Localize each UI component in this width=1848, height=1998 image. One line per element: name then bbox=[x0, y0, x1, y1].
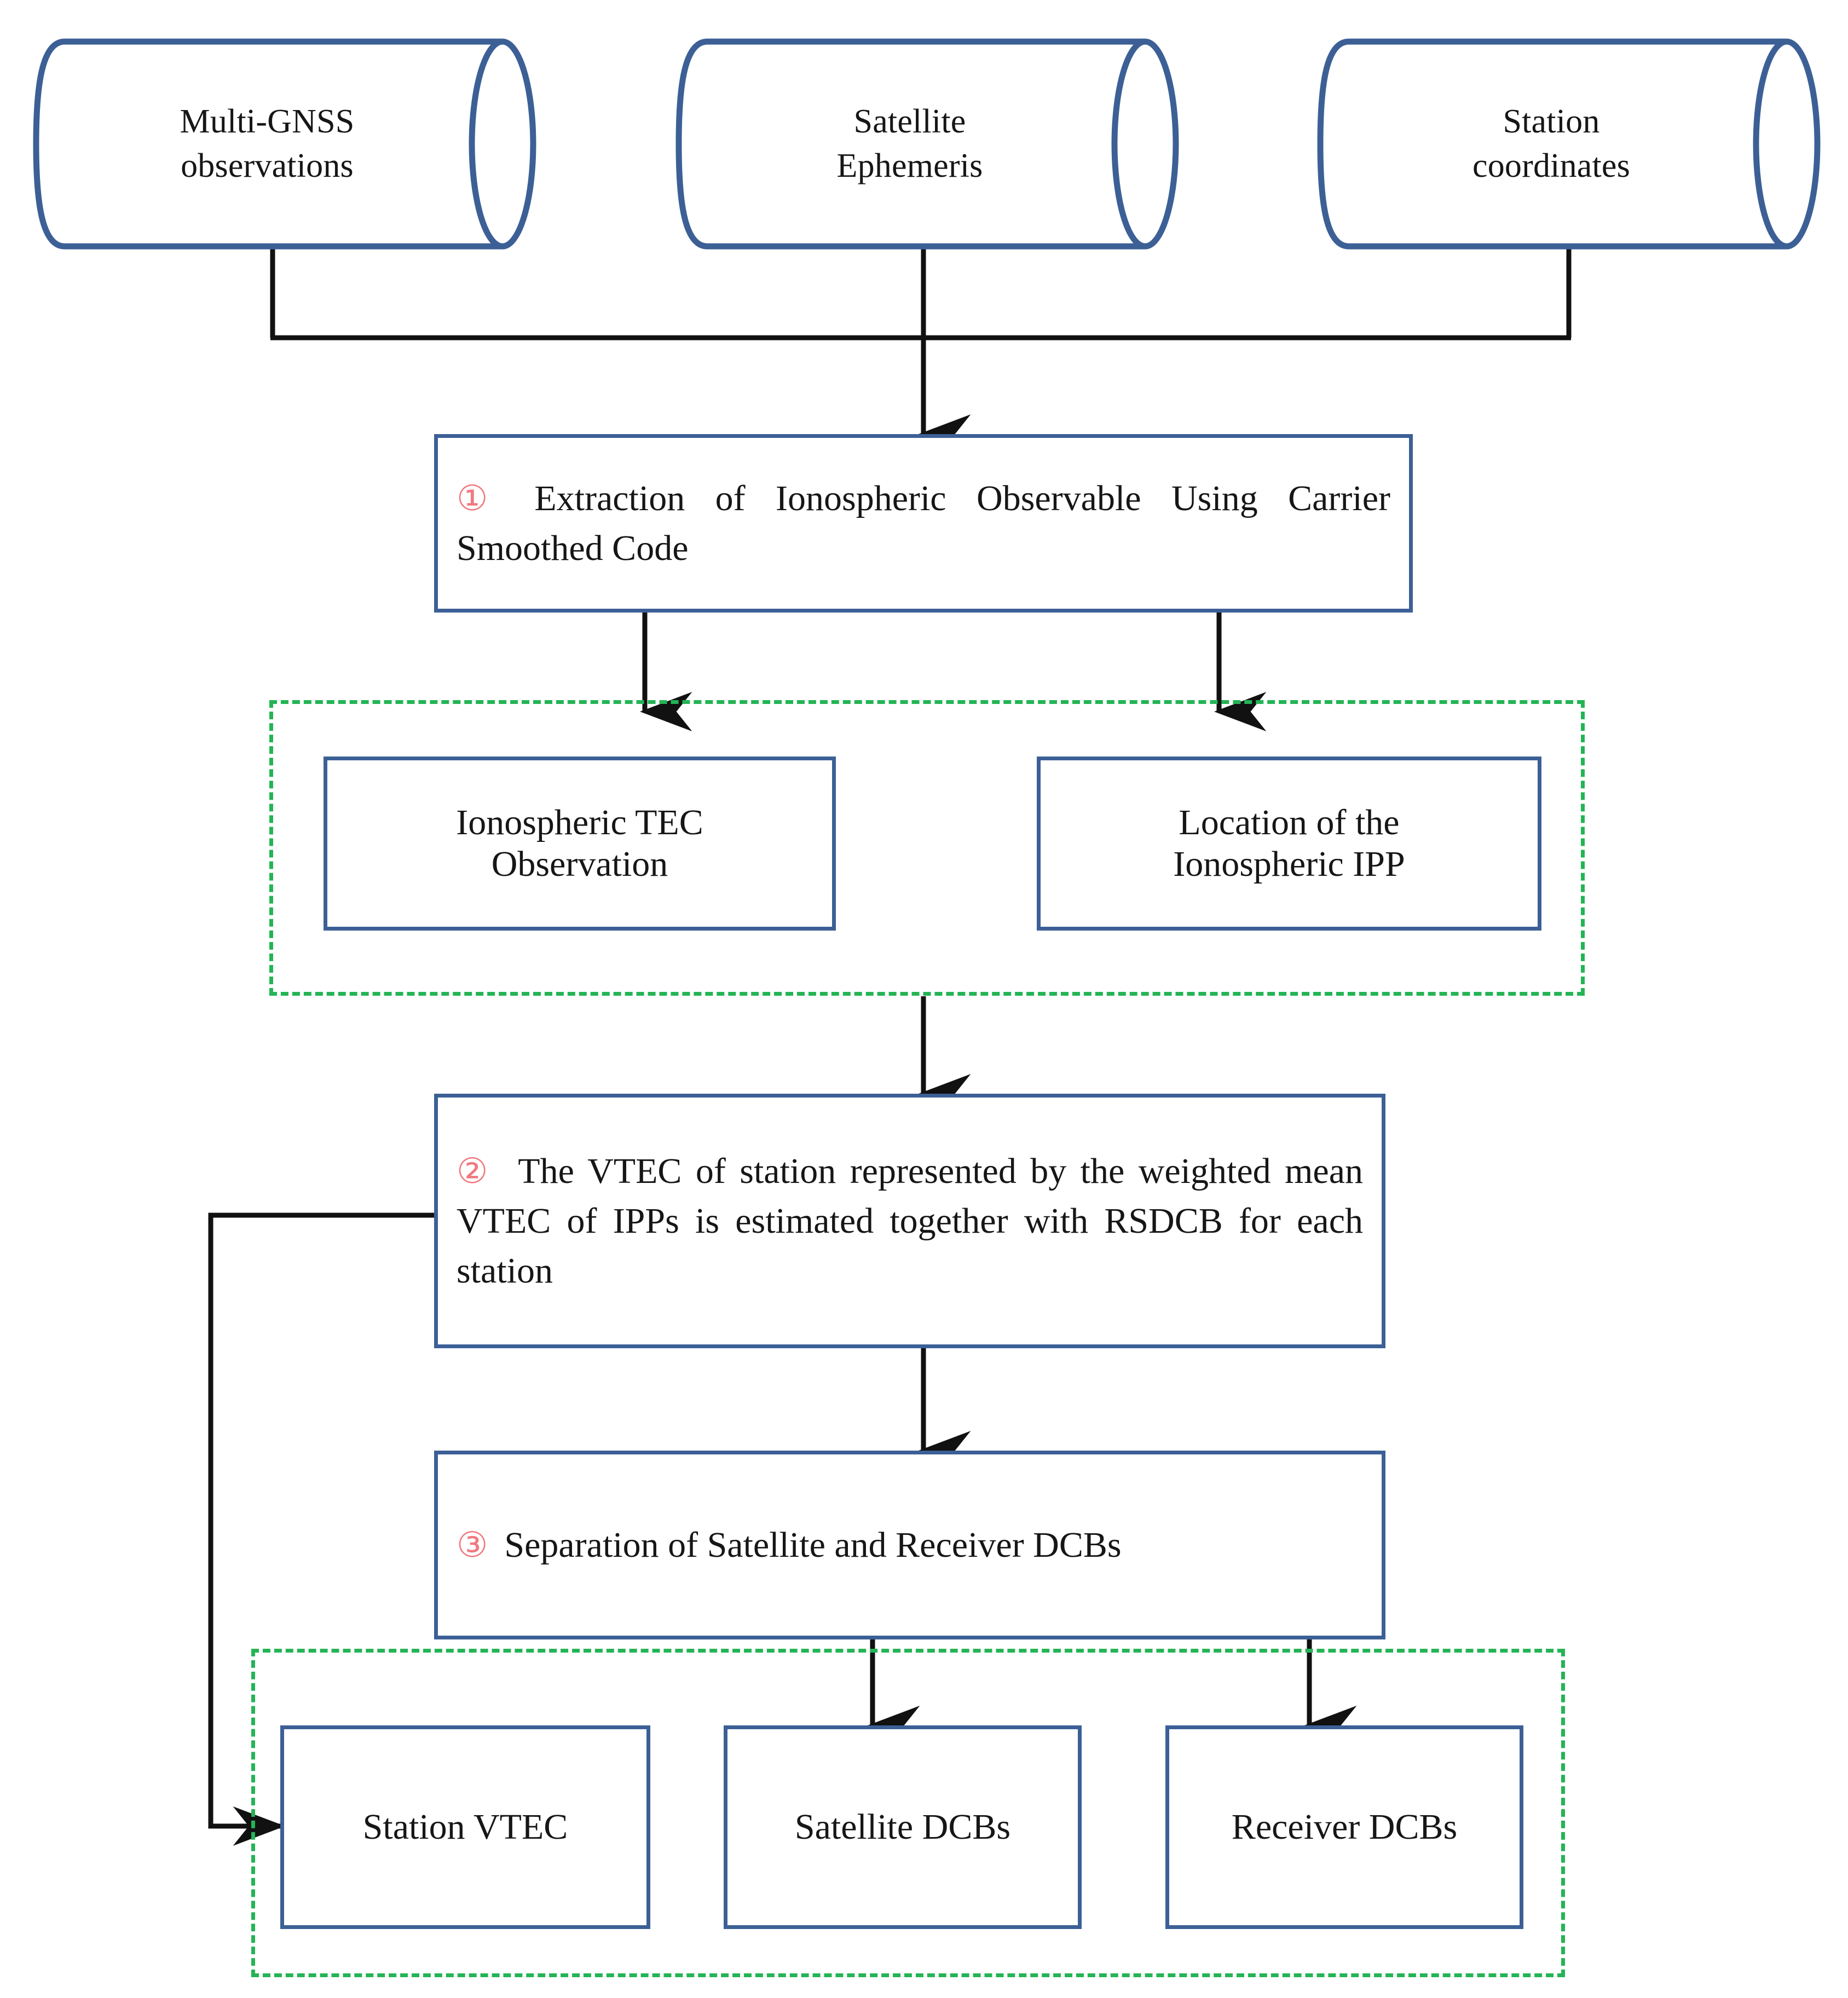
datastore-label-line2: Ephemeris bbox=[836, 147, 983, 184]
result-box-satellite-dcbs[interactable]: Satellite DCBs bbox=[724, 1725, 1082, 1929]
step2-text: The VTEC of station represented by the w… bbox=[457, 1151, 1363, 1291]
step-number-2: ② bbox=[457, 1151, 493, 1191]
result-label: Receiver DCBs bbox=[1231, 1807, 1458, 1847]
result-box-station-vtec[interactable]: Station VTEC bbox=[280, 1725, 650, 1929]
datastore-label-line1: Station bbox=[1503, 103, 1600, 141]
result-label-line1: Location of the bbox=[1179, 802, 1400, 842]
result-label: Satellite DCBs bbox=[794, 1807, 1011, 1847]
result-box-location-of-the-ionospheric-ipp[interactable]: Location of the Ionospheric IPP bbox=[1037, 757, 1541, 931]
process-text-step3: ③ Separation of Satellite and Receiver DC… bbox=[457, 1520, 1122, 1570]
result-label-line1: Ionospheric TEC bbox=[456, 802, 703, 842]
step3-text: Separation of Satellite and Receiver DCB… bbox=[504, 1525, 1122, 1565]
datastore-label-line1: Satellite bbox=[853, 103, 966, 141]
step-number-1: ① bbox=[457, 478, 510, 518]
group-region-estimation-outputs bbox=[251, 1649, 1565, 1977]
result-label-line2: Ionospheric IPP bbox=[1173, 844, 1405, 884]
result-box-ionospheric-tec-observation[interactable]: Ionospheric TEC Observation bbox=[324, 757, 836, 931]
datastore-label: Multi-GNSS observations bbox=[32, 37, 541, 251]
datastore-label-line2: coordinates bbox=[1472, 147, 1630, 184]
result-label: Station VTEC bbox=[362, 1807, 568, 1847]
step1-text: Extraction of Ionospheric Observable Usi… bbox=[457, 478, 1390, 568]
datastore-label: Satellite Ephemeris bbox=[674, 37, 1183, 251]
datastore-multi-gnss-observations: Multi-GNSS observations bbox=[32, 37, 541, 251]
datastore-label-line2: observations bbox=[181, 147, 354, 184]
datastore-label: Station coordinates bbox=[1316, 37, 1825, 251]
step-number-3: ③ bbox=[457, 1525, 488, 1564]
group-region-ionospheric-products bbox=[269, 700, 1585, 996]
datastore-station-coordinates: Station coordinates bbox=[1316, 37, 1825, 251]
datastore-label-line1: Multi-GNSS bbox=[180, 103, 355, 141]
result-box-receiver-dcbs[interactable]: Receiver DCBs bbox=[1165, 1725, 1523, 1929]
datastore-satellite-ephemeris: Satellite Ephemeris bbox=[674, 37, 1183, 251]
result-label-line2: Observation bbox=[491, 844, 668, 884]
process-box-step3[interactable]: ③ Separation of Satellite and Receiver DC… bbox=[434, 1451, 1385, 1639]
